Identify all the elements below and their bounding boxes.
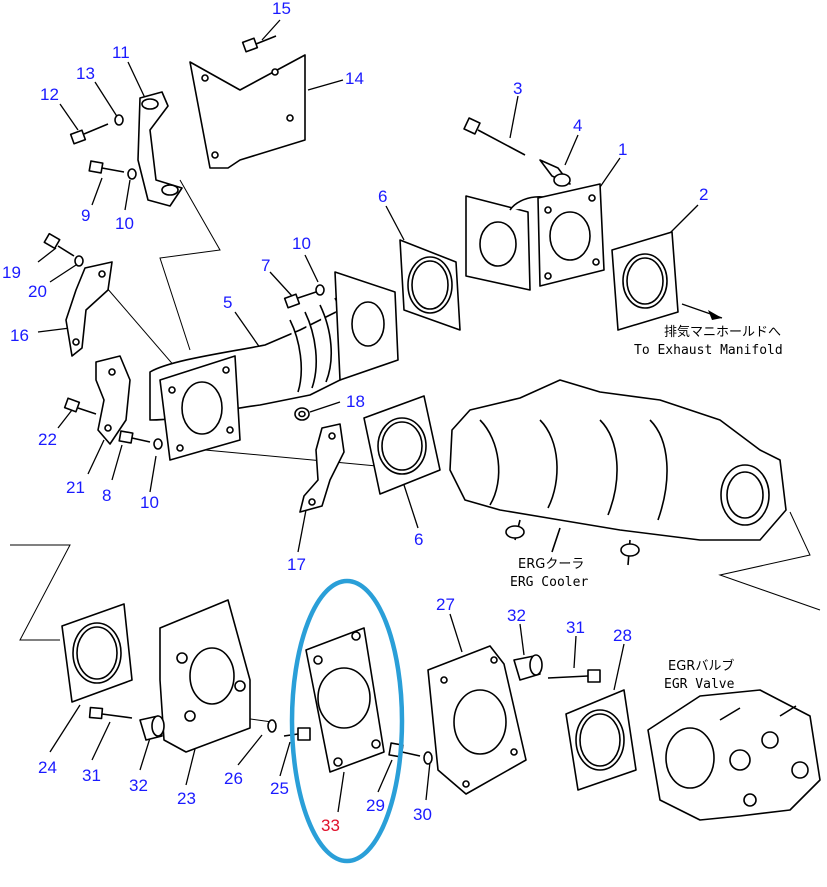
callout-4: 4	[573, 116, 582, 135]
cooler-label-en: ERG Cooler	[510, 575, 588, 590]
callout-22: 22	[38, 430, 57, 449]
callout-10c: 10	[140, 493, 159, 512]
callout-32a: 32	[507, 606, 526, 625]
callout-6b: 6	[414, 530, 423, 549]
callout-18: 18	[346, 392, 365, 411]
callout-27: 27	[436, 595, 455, 614]
bolt-12-icon	[69, 123, 109, 145]
bolt-3-icon	[463, 117, 526, 156]
callout-33: 33	[321, 816, 340, 835]
erg-cooler-icon	[449, 379, 787, 566]
spacer-32a-icon	[513, 654, 543, 681]
callout-9: 9	[81, 206, 90, 225]
callout-31b: 31	[82, 766, 101, 785]
callout-14: 14	[345, 69, 364, 88]
callout-13: 13	[76, 64, 95, 83]
adapter-plate-23-icon	[159, 599, 251, 753]
cooler-label-jp: ERGクーラ	[518, 557, 584, 572]
bolt-7-icon	[283, 291, 317, 309]
gasket-6a-icon	[399, 239, 461, 331]
valve-label-jp: EGRバルブ	[668, 658, 734, 674]
valve-label-en: EGR Valve	[664, 677, 735, 692]
gasket-28-icon	[565, 689, 637, 791]
callout-30: 30	[413, 805, 432, 824]
bolt-31a-icon	[547, 669, 601, 683]
callout-31a: 31	[566, 618, 585, 637]
callout-15: 15	[272, 0, 291, 18]
callout-12: 12	[40, 85, 59, 104]
bolt-29-icon	[388, 742, 421, 758]
egr-valve-icon	[647, 689, 821, 821]
callout-25: 25	[270, 779, 289, 798]
spacer-4-icon	[539, 159, 571, 187]
gasket-33-icon	[305, 627, 385, 773]
washer-18-icon	[294, 407, 310, 421]
clamp-11-icon	[137, 91, 183, 207]
bolt-19-icon	[43, 232, 75, 257]
exhaust-label-en: To Exhaust Manifold	[634, 343, 783, 358]
elbow-flange-1-icon	[465, 183, 605, 291]
callout-23: 23	[177, 789, 196, 808]
clamp-17-icon	[299, 423, 345, 513]
arrow-to-exhaust-icon	[708, 310, 722, 320]
callout-19: 19	[2, 263, 21, 282]
washer-30-icon	[423, 751, 433, 765]
callout-16: 16	[10, 326, 29, 345]
highlight-ellipse	[289, 578, 405, 864]
washer-20-icon	[74, 255, 84, 267]
bolt-8-icon	[118, 430, 151, 444]
callout-29: 29	[366, 796, 385, 815]
bolt-25-icon	[283, 727, 311, 741]
callout-26: 26	[224, 769, 243, 788]
callout-2: 2	[699, 185, 708, 204]
bracket-21-icon	[95, 355, 131, 445]
callout-17: 17	[287, 555, 306, 574]
callout-3: 3	[513, 79, 522, 98]
washer-10b-icon	[315, 284, 325, 296]
callout-5: 5	[223, 293, 232, 312]
bolt-15-icon	[241, 35, 277, 53]
exhaust-label-jp: 排気マニホールドへ	[664, 324, 781, 340]
clamp-16-icon	[65, 261, 113, 357]
bolt-22-icon	[63, 397, 97, 415]
bolt-9-icon	[88, 160, 125, 174]
callout-labels: 15 14 11 13 12 9 10 3 4 1 2 6 10 7 19 20…	[2, 0, 708, 835]
callout-1: 1	[618, 140, 627, 159]
bolt-31b-icon	[88, 706, 133, 720]
callout-8: 8	[102, 486, 111, 505]
callout-10b: 10	[292, 234, 311, 253]
gasket-2-icon	[611, 231, 679, 331]
callout-24: 24	[38, 758, 57, 777]
callout-28: 28	[613, 626, 632, 645]
washer-13-icon	[114, 114, 124, 126]
spacer-32b-icon	[139, 715, 165, 741]
gasket-6b-icon	[363, 395, 441, 495]
bracket-14-icon	[189, 54, 306, 169]
callout-6a: 6	[378, 187, 387, 206]
washer-10a-icon	[127, 168, 137, 180]
callout-11: 11	[112, 43, 130, 62]
callout-20: 20	[28, 282, 47, 301]
bellows-pipe-5-icon	[149, 271, 399, 461]
flange-plate-27-icon	[427, 645, 527, 795]
callout-7: 7	[261, 256, 270, 275]
gasket-24-icon	[61, 603, 133, 703]
callout-32b: 32	[129, 776, 148, 795]
washer-26-icon	[267, 719, 277, 733]
washer-10c-icon	[153, 438, 163, 450]
callout-21: 21	[66, 478, 85, 497]
callout-10a: 10	[115, 214, 134, 233]
